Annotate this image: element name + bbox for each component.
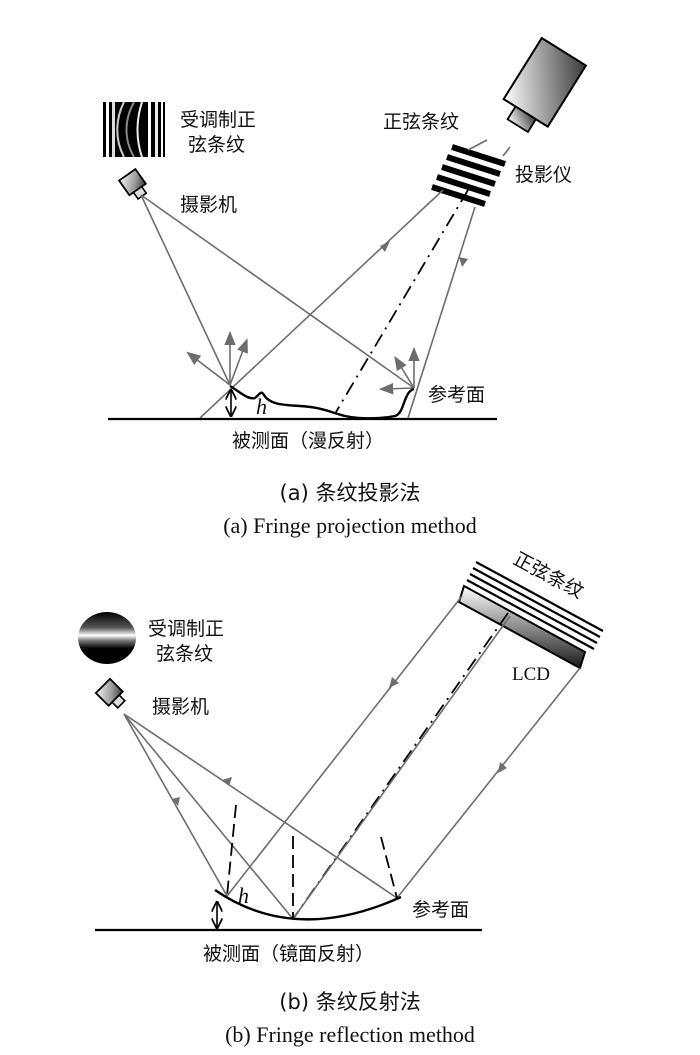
measured-object-profile [229, 384, 415, 420]
ray-arrow [498, 762, 507, 773]
figure-a-caption-en: (a) Fringe projection method [223, 513, 477, 538]
measured-surface-label: 被测面（镜面反射） [203, 943, 374, 965]
modulated-fringe-pattern-image [103, 102, 165, 157]
height-symbol: h [238, 883, 249, 908]
reference-plane-label: 参考面 [428, 384, 485, 406]
modulated-fringe-label-line1: 受调制正 [180, 109, 256, 131]
projector-cone-left [467, 139, 488, 151]
figure-a-caption-zh: (a) 条纹投影法 [280, 481, 421, 505]
projector-cone-right [502, 146, 511, 157]
sine-fringe-grating [431, 144, 506, 207]
camera-icon [117, 167, 148, 201]
projection-ray-left [199, 189, 444, 419]
figure-b-fringe-reflection: 受调制正 弦条纹 摄影机 正弦条纹 LCD [78, 548, 604, 1047]
incident-ray-center [292, 615, 511, 920]
modulated-fringe-label-line2: 弦条纹 [188, 134, 245, 156]
projection-ray-right [407, 206, 476, 419]
sine-fringe-label: 正弦条纹 [383, 111, 459, 133]
camera-ray-2 [140, 194, 415, 389]
reflected-ray-center [123, 713, 294, 920]
projector-icon [502, 36, 588, 134]
modulated-fringe-pattern-image [78, 612, 136, 664]
incident-ray-right [396, 667, 581, 899]
reflected-ray-left [123, 713, 228, 897]
ray-arrow [380, 241, 390, 252]
specular-surface-curve [214, 889, 402, 921]
measured-surface-label: 被测面（漫反射） [232, 430, 384, 452]
projector-label: 投影仪 [515, 164, 572, 186]
figure-a-fringe-projection: 受调制正 弦条纹 摄影机 正弦条纹 投影仪 [103, 36, 588, 538]
camera-icon [94, 677, 126, 709]
figure-b-caption-zh: (b) 条纹反射法 [279, 990, 420, 1014]
surface-normal-right [380, 836, 398, 899]
incident-ray-left [226, 595, 463, 897]
sine-fringe-lines [466, 561, 604, 650]
ray-arrow [459, 257, 468, 267]
camera-label: 摄影机 [152, 696, 209, 718]
figure-b-caption-en: (b) Fringe reflection method [225, 1022, 475, 1047]
reference-plane-label: 参考面 [412, 899, 469, 921]
camera-label: 摄影机 [180, 194, 237, 216]
diffuse-scatter-arrows-left [186, 330, 248, 386]
modulated-fringe-label-line1: 受调制正 [148, 618, 224, 640]
reflected-ray-right [123, 713, 398, 899]
modulated-fringe-label-line2: 弦条纹 [156, 643, 213, 665]
surface-normal-left [226, 804, 237, 897]
lcd-label: LCD [512, 664, 550, 685]
camera-ray-1 [140, 194, 231, 386]
ray-arrow [389, 677, 399, 688]
ray-arrow [172, 797, 180, 806]
ray-arrow [222, 777, 232, 786]
diffuse-scatter-arrows-right [378, 346, 420, 395]
height-symbol: h [256, 394, 267, 419]
